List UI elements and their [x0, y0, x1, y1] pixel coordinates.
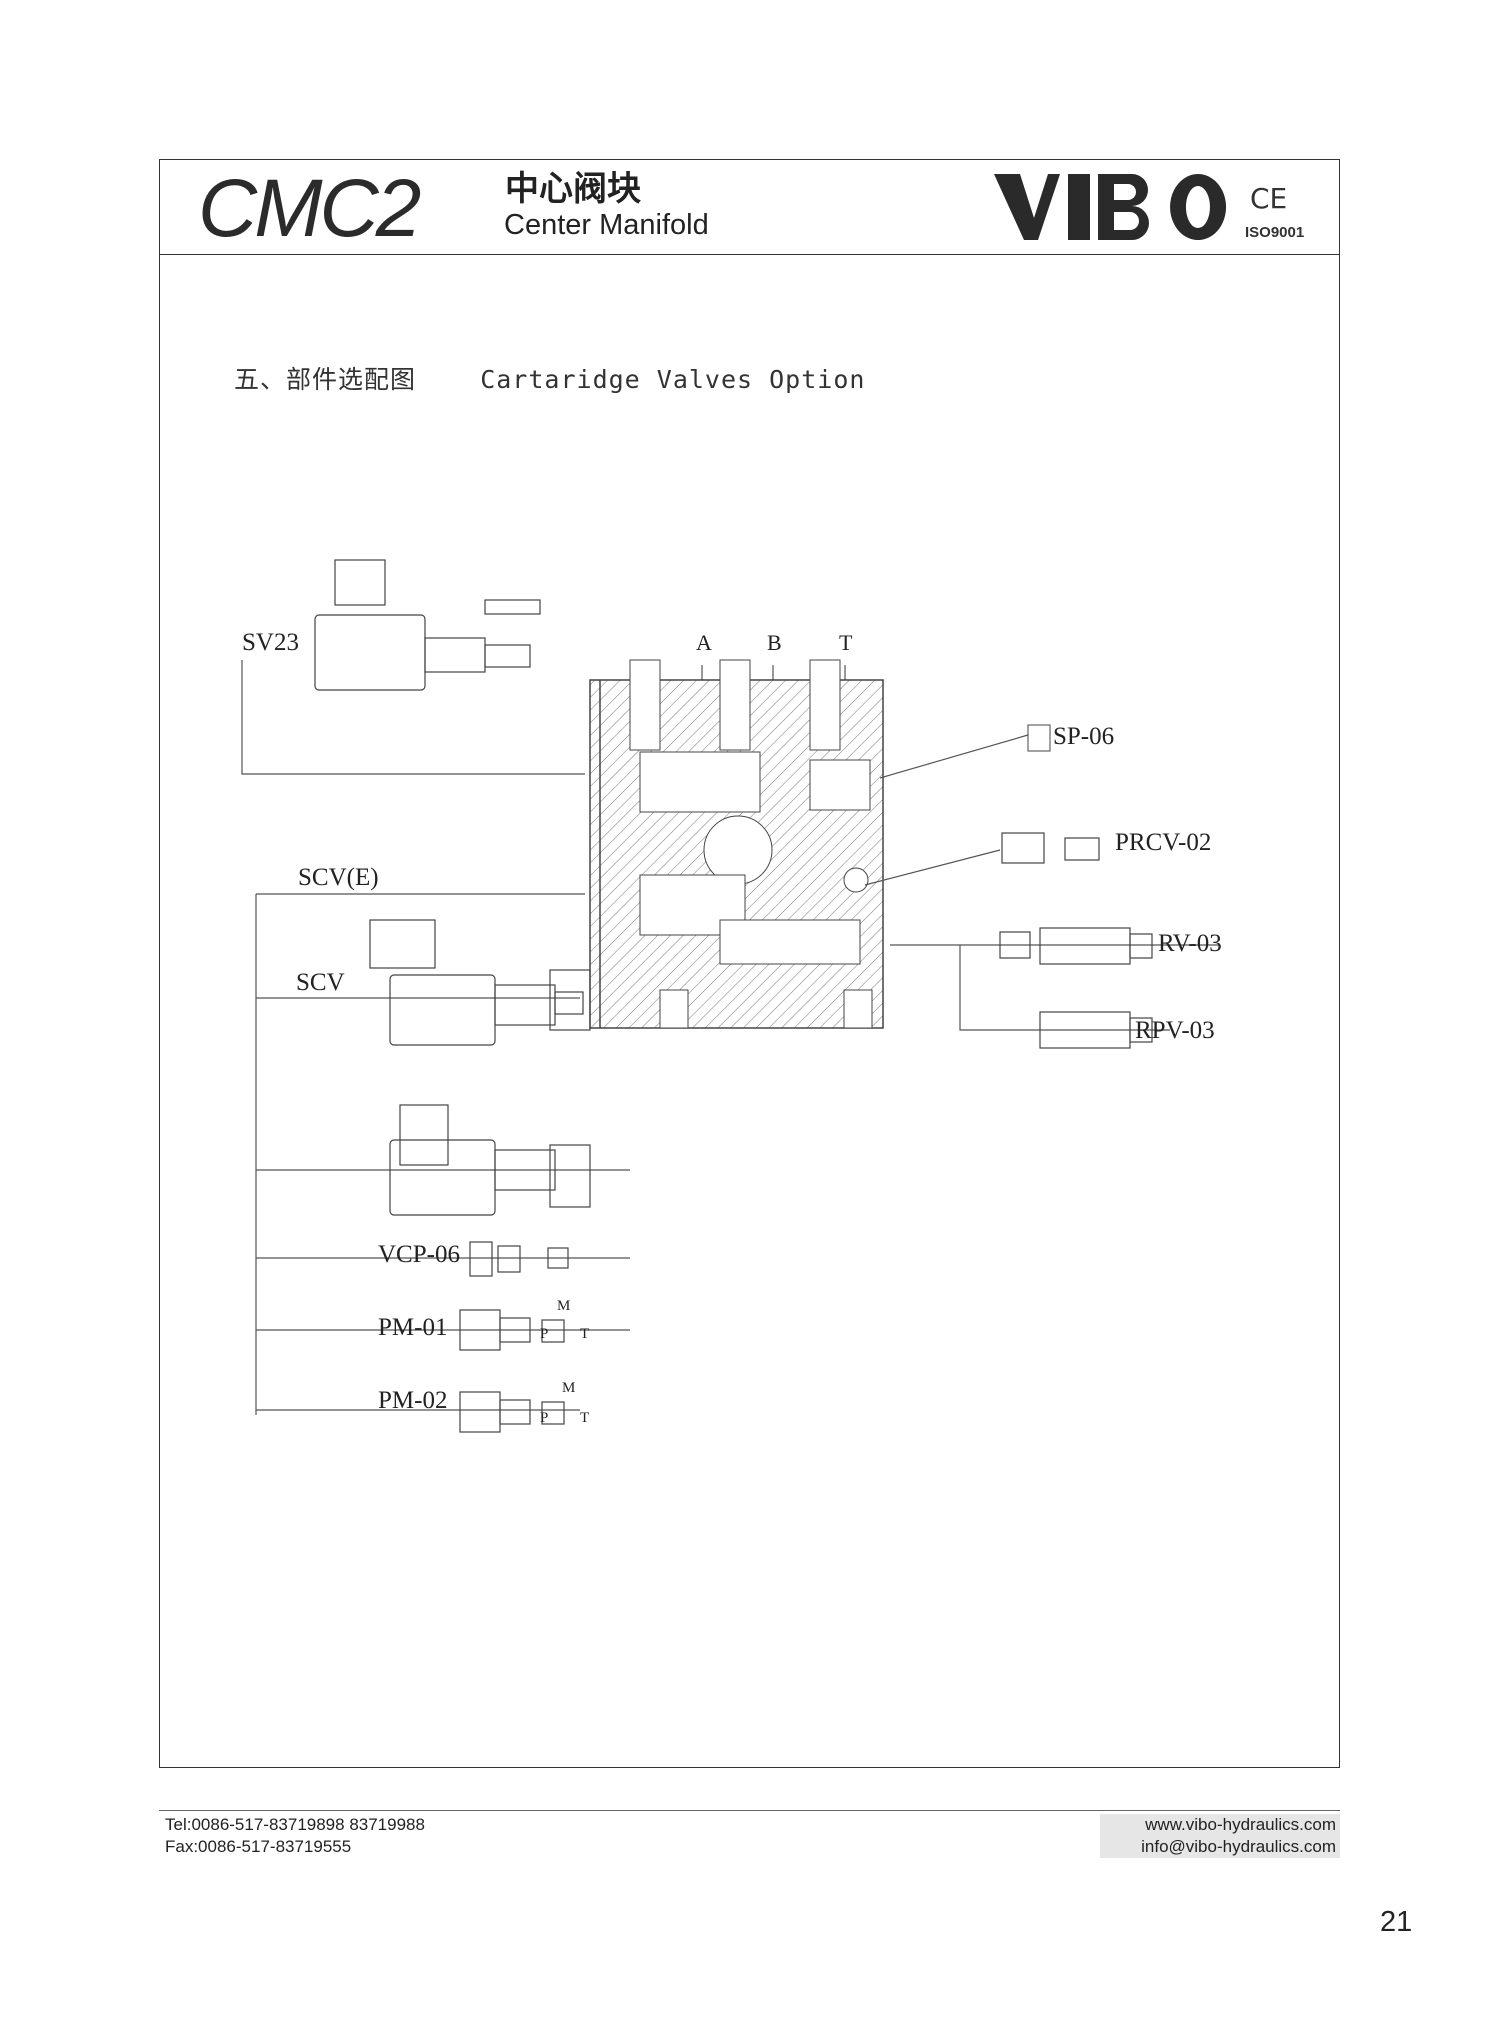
label-sp06: SP-06: [1053, 723, 1114, 750]
fax-line: Fax:0086-517-83719555: [165, 1837, 352, 1856]
leader-lines: [241, 660, 1220, 1415]
email-link[interactable]: info@vibo-hydraulics.com: [1141, 1837, 1336, 1856]
ce-mark: CE: [1250, 182, 1288, 215]
port-label-a: A: [696, 630, 712, 655]
pm01-port-p: P: [540, 1326, 548, 1342]
contact-info: Tel:0086-517-83719898 83719988 Fax:0086-…: [165, 1814, 425, 1858]
scv-valve-drawing: [369, 919, 591, 1046]
label-sv23: SV23: [242, 629, 299, 656]
manifold-block: [589, 659, 884, 1029]
pm-valves-drawing: [459, 1309, 565, 1433]
label-scv-e: SCV(E): [298, 864, 379, 891]
pm01-port-m: M: [557, 1298, 570, 1314]
footer-divider: [159, 1810, 1340, 1811]
vcp06-valve-drawing: [469, 1241, 569, 1277]
section-title: 五、部件选配图 Cartaridge Valves Option: [234, 365, 866, 394]
port-label-t: T: [839, 630, 853, 655]
label-pm02: PM-02: [378, 1387, 447, 1414]
label-pm01: PM-01: [378, 1314, 447, 1341]
title-chinese: 中心阀块: [505, 169, 641, 209]
title-english: Center Manifold: [504, 209, 709, 241]
iso-certification: ISO9001: [1245, 224, 1305, 241]
model-code: CMC2: [198, 163, 421, 254]
label-vcp06: VCP-06: [378, 1241, 460, 1268]
label-scv: SCV: [296, 969, 345, 996]
label-prcv02: PRCV-02: [1115, 829, 1211, 856]
sv23-valve-drawing: [314, 559, 541, 691]
rpv03-valve-drawing: [1039, 1011, 1153, 1049]
website-link[interactable]: www.vibo-hydraulics.com: [1145, 1815, 1336, 1834]
pm02-port-m: M: [562, 1380, 575, 1396]
sp06-plug-drawing: [1027, 724, 1051, 752]
pm02-port-t: T: [580, 1410, 589, 1426]
page-frame: CMC2 中心阀块 Center Manifold CE ISO9001 五、部…: [159, 159, 1340, 1768]
pm01-port-t: T: [580, 1326, 589, 1342]
web-contact: www.vibo-hydraulics.com info@vibo-hydrau…: [1100, 1814, 1340, 1858]
port-label-b: B: [767, 630, 782, 655]
label-rpv03: RPV-03: [1135, 1017, 1215, 1044]
label-rv03: RV-03: [1158, 930, 1222, 957]
rv03-valve-drawing: [999, 927, 1153, 965]
tel-line: Tel:0086-517-83719898 83719988: [165, 1815, 425, 1834]
cartridge-options-diagram: A B T: [241, 559, 1222, 1433]
vibo-logo: [994, 174, 1226, 240]
page-number: 21: [1380, 1906, 1413, 1938]
header-bar: CMC2 中心阀块 Center Manifold CE ISO9001: [160, 160, 1339, 255]
pm02-port-p: P: [540, 1410, 548, 1426]
prcv02-valve-drawing: [1001, 832, 1100, 864]
scv-e-valve-drawing: [389, 1104, 591, 1216]
